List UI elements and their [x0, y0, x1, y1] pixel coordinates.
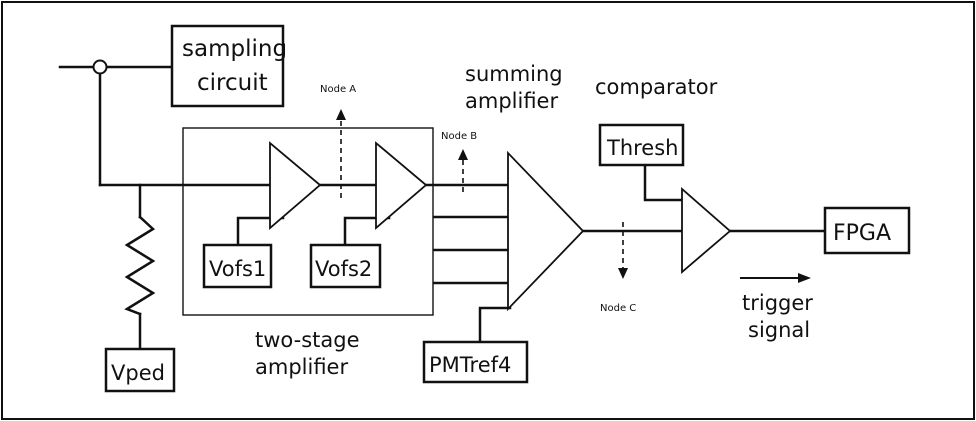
fpga-box — [823, 206, 911, 255]
two-stage-amplifier-label-line1: two-stage — [255, 328, 360, 352]
summing-amplifier-label-line2: amplifier — [465, 89, 558, 113]
wires — [58, 65, 827, 351]
node-b-arrowhead — [458, 149, 468, 160]
trigger-signal-label-line2: signal — [748, 318, 810, 342]
sampling-circuit-label-line2: circuit — [197, 70, 268, 96]
sampling-circuit-label-line1: sampling — [182, 36, 287, 62]
thresh-block: Thresh — [598, 123, 685, 167]
vofs1-wire — [236, 216, 285, 247]
stage1-amplifier — [269, 141, 322, 230]
pmtref4-wire — [478, 306, 512, 344]
vofs2-block: Vofs2 — [309, 243, 382, 289]
pmtref4-box — [422, 340, 529, 384]
trigger-signal-label-line1: trigger — [742, 291, 813, 315]
trigger-arrowhead — [798, 273, 811, 283]
vofs2-box — [309, 243, 382, 289]
vped-box — [104, 347, 176, 393]
pmtref4-label: PMTref4 — [429, 353, 511, 377]
summing-amplifier-label-line1: summing — [465, 62, 563, 86]
node-b-label: Node B — [441, 131, 477, 142]
vofs2-label: Vofs2 — [315, 257, 372, 281]
thresh-box — [598, 123, 685, 167]
fpga-label: FPGA — [833, 221, 891, 246]
node-c-label: Node C — [600, 303, 636, 314]
vped-block: Vped — [104, 347, 176, 393]
node-c-arrowhead — [618, 268, 628, 279]
node-b-probe: Node B — [441, 131, 477, 192]
thresh-label: Thresh — [606, 136, 678, 160]
vofs2-wire — [343, 216, 391, 247]
stage2-amplifier — [375, 141, 428, 230]
thresh-wire — [643, 163, 685, 202]
two-stage-amplifier-label-line2: amplifier — [255, 355, 348, 379]
node-a-arrowhead — [336, 109, 346, 120]
vofs1-block: Vofs1 — [202, 243, 273, 289]
resistor-zigzag — [124, 215, 156, 316]
summing-amplifier — [507, 150, 585, 312]
vofs1-box — [202, 243, 273, 289]
sampling-circuit-block: sampling circuit — [170, 24, 287, 108]
two-stage-amplifier-enclosure — [182, 127, 434, 316]
pmtref4-block: PMTref4 — [422, 340, 529, 384]
sampling-circuit-box — [170, 24, 285, 108]
comparator-label: comparator — [595, 75, 718, 99]
comparator-amplifier — [681, 187, 732, 274]
node-a-label: Node A — [320, 84, 356, 95]
junction-node — [92, 59, 108, 75]
node-a-probe: Node A — [320, 84, 356, 198]
node-c-probe: Node C — [600, 222, 636, 314]
vped-label: Vped — [111, 361, 165, 385]
vofs1-label: Vofs1 — [209, 257, 266, 281]
fpga-block: FPGA — [823, 206, 911, 255]
trigger-arrow — [740, 273, 811, 283]
